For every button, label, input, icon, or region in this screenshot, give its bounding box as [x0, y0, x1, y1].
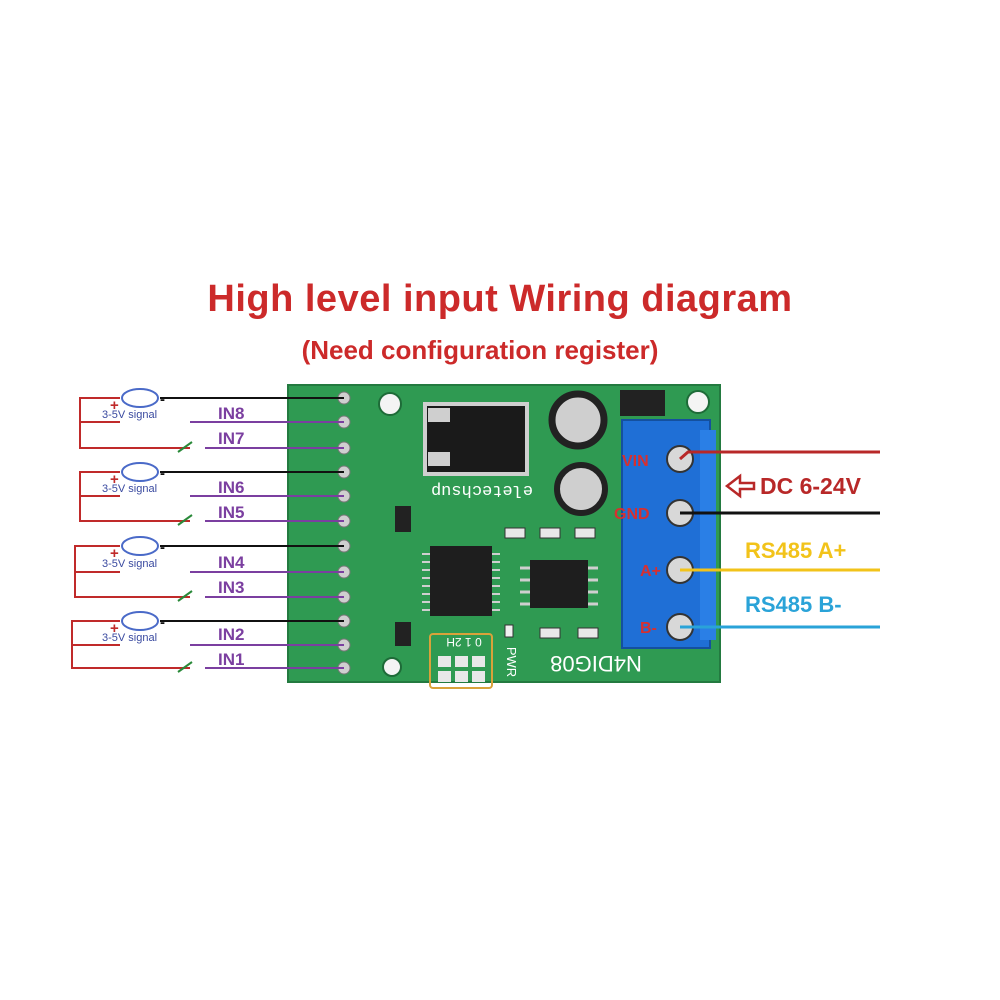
regulator-tab — [428, 408, 450, 422]
plus-mark: + — [110, 471, 119, 488]
diagram-subtitle: (Need configuration register) — [301, 335, 659, 365]
jumper-pad — [438, 656, 451, 667]
input-label-in3: IN3 — [218, 578, 244, 597]
board-jumper: 0 1 2H — [446, 635, 481, 649]
plus-mark: + — [110, 545, 119, 562]
terminal-label-gnd: GND — [614, 506, 650, 523]
power-label: DC 6-24V — [760, 473, 862, 499]
jumper-block — [429, 633, 493, 689]
signal-sources — [121, 388, 159, 631]
terminal-label-a: A+ — [640, 563, 661, 580]
signal-label: 3-5V signal — [102, 409, 157, 421]
input-label-in4: IN4 — [218, 553, 245, 572]
input-label-in8: IN8 — [218, 404, 244, 423]
smd-part — [574, 527, 596, 539]
input-label-in7: IN7 — [218, 429, 244, 448]
input-wiring — [71, 397, 344, 669]
main-ic — [430, 546, 492, 616]
signal-label: 3-5V signal — [102, 558, 157, 570]
smd-part — [577, 627, 599, 639]
rs485-ic-pins — [520, 566, 598, 606]
input-label-in6: IN6 — [218, 478, 244, 497]
board-model: N4DIG08 — [550, 651, 642, 676]
minus-mark: - — [160, 391, 165, 408]
smd-part — [539, 527, 561, 539]
ic-pins — [422, 553, 500, 611]
black-connector — [620, 390, 665, 416]
jumper-pad — [455, 671, 468, 682]
capacitor — [554, 462, 608, 516]
terminal-face — [700, 430, 716, 640]
capacitor — [548, 390, 608, 450]
smd-part — [539, 627, 561, 639]
pwr-led — [504, 624, 514, 638]
output-wiring — [679, 450, 880, 629]
terminal-label-b: B- — [640, 620, 657, 637]
minus-mark: - — [160, 614, 165, 631]
mount-hole — [686, 390, 710, 414]
input-label-in1: IN1 — [218, 650, 244, 669]
terminal-label-vin: VIN — [622, 453, 649, 470]
terminal-block — [621, 419, 711, 649]
jumper-pad — [438, 671, 451, 682]
smd-part — [395, 622, 411, 646]
signal-label: 3-5V signal — [102, 483, 157, 495]
smd-part — [395, 506, 411, 532]
smd-part — [504, 527, 526, 539]
switch-symbols — [177, 441, 193, 673]
signal-label: 3-5V signal — [102, 632, 157, 644]
mount-hole — [378, 392, 402, 416]
minus-mark: - — [160, 539, 165, 556]
rs485-b-label: RS485 B- — [745, 592, 842, 617]
input-label-in2: IN2 — [218, 625, 244, 644]
jumper-pad — [472, 656, 485, 667]
regulator-tab — [428, 452, 450, 466]
plus-mark: + — [110, 620, 119, 637]
board-brand: eletechsup — [431, 480, 533, 499]
mount-hole — [382, 657, 402, 677]
jumper-pad — [472, 671, 485, 682]
rs485-ic — [530, 560, 588, 608]
plus-mark: + — [110, 397, 119, 414]
minus-mark: - — [160, 465, 165, 482]
input-label-in5: IN5 — [218, 503, 244, 522]
board-pwr: PWR — [504, 647, 519, 677]
jumper-pad — [455, 656, 468, 667]
power-arrow-icon — [724, 473, 756, 499]
rs485-a-label: RS485 A+ — [745, 538, 846, 563]
diagram-title: High level input Wiring diagram — [207, 278, 793, 320]
